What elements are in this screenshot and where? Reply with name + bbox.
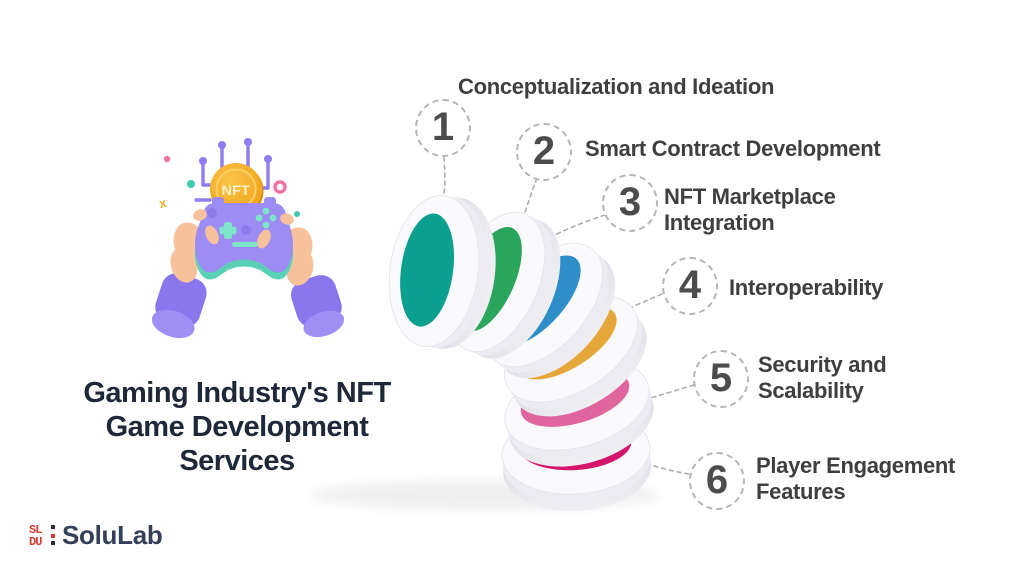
disc-1-face xyxy=(400,213,455,327)
controller-left-stick xyxy=(207,208,217,218)
brand-logo: SL DU SoluLab xyxy=(29,520,163,551)
step-2-number-circle: 2 xyxy=(516,123,572,181)
step-1-number-circle: 1 xyxy=(415,99,471,157)
teal-dot-small xyxy=(294,211,300,217)
brand-name: SoluLab xyxy=(62,520,163,550)
step-2-label-line1: Smart Contract Development xyxy=(585,136,881,161)
step-1-label: Conceptualization and Ideation xyxy=(458,74,774,100)
right-sleeve xyxy=(290,275,345,338)
step-3-label-line2: Integration xyxy=(664,210,775,235)
step-3-number-circle: 3 xyxy=(602,174,658,232)
game-controller xyxy=(194,197,294,280)
step-6-label: Player Engagement Features xyxy=(756,453,955,505)
page-title-line3: Services xyxy=(179,445,295,477)
step-6-label-line2: Features xyxy=(756,479,846,504)
floating-decorations: x xyxy=(158,155,300,217)
step-3-label-line1: NFT Marketplace xyxy=(664,184,836,209)
step-6-number: 6 xyxy=(705,458,729,502)
logo-icon-row2: DU xyxy=(29,534,42,549)
step-1-label-line1: Conceptualization and Ideation xyxy=(458,74,775,99)
step-5-label: Security and Scalability xyxy=(758,352,887,404)
step-3-label: NFT Marketplace Integration xyxy=(664,184,836,236)
teal-dot xyxy=(187,180,195,188)
leader-line-4 xyxy=(616,293,663,315)
step-6-number-circle: 6 xyxy=(689,452,745,510)
disc-spiral xyxy=(310,194,660,512)
nft-gaming-illustration: NFT x xyxy=(151,138,345,339)
controller-dpad xyxy=(219,222,237,239)
logo-icon-row1: SL xyxy=(29,522,42,537)
step-4-number-circle: 4 xyxy=(662,257,718,315)
left-sleeve xyxy=(151,273,207,339)
step-4-label: Interoperability xyxy=(729,275,883,301)
controller-buttons xyxy=(255,207,277,229)
controller-body xyxy=(194,203,294,273)
step-2-label: Smart Contract Development xyxy=(585,136,881,162)
gold-x-sparkle: x xyxy=(158,195,169,211)
controller-right-stick xyxy=(241,225,251,235)
page-title: Gaming Industry's NFT Game Development S… xyxy=(40,376,434,478)
step-6-label-line1: Player Engagement xyxy=(756,453,956,478)
step-4-number: 4 xyxy=(678,263,702,307)
nft-coin-label: NFT xyxy=(222,182,251,198)
solulab-logo-icon: SL DU xyxy=(29,522,55,550)
step-2-number: 2 xyxy=(532,129,556,173)
step-1-number: 1 xyxy=(431,105,455,149)
step-5-number-circle: 5 xyxy=(693,350,749,408)
disc-1 xyxy=(388,194,496,349)
leader-line-5 xyxy=(646,384,695,400)
pink-ring xyxy=(273,180,287,194)
step-4-label-line1: Interoperability xyxy=(729,275,884,300)
pink-dot xyxy=(163,155,171,163)
step-5-label-line2: Scalability xyxy=(758,378,864,403)
thumbs xyxy=(193,209,294,249)
step-5-number: 5 xyxy=(709,356,733,400)
controller-strip xyxy=(232,242,258,247)
step-3-number: 3 xyxy=(618,180,642,224)
page-title-line1: Gaming Industry's NFT xyxy=(83,377,391,409)
page-title-line2: Game Development xyxy=(105,411,369,443)
circuit-nodes xyxy=(199,138,272,165)
step-5-label-line1: Security and xyxy=(758,352,887,377)
